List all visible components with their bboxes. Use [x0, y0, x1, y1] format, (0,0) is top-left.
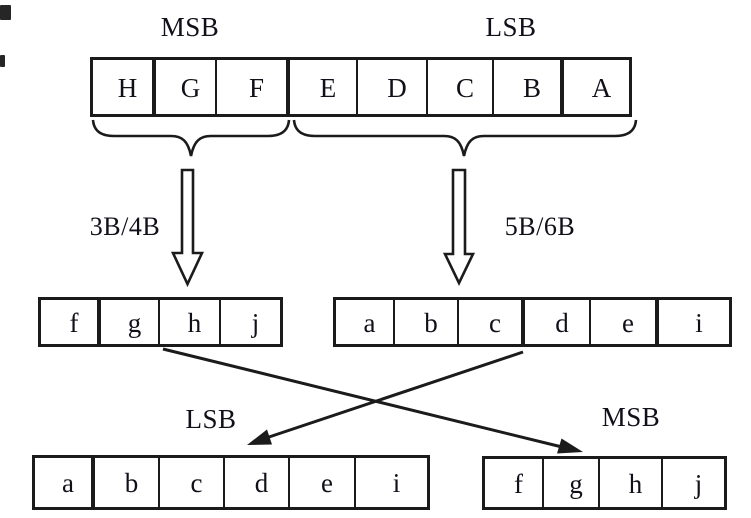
bit-label: i	[392, 468, 401, 498]
bit-label: d	[254, 468, 269, 498]
bit-cell: f	[485, 459, 542, 507]
bit-label: f	[514, 468, 523, 499]
encoded-3b4b-row: f g h j	[38, 297, 283, 347]
bit-label: i	[695, 307, 703, 338]
bit-cell: e	[288, 458, 354, 507]
bit-label: e	[622, 307, 634, 338]
bit-cell: a	[35, 458, 91, 507]
bit-label: g	[569, 468, 583, 499]
bit-cell: f	[41, 300, 97, 344]
bit-cell: c	[457, 300, 521, 344]
encoder-3b4b-label: 3B/4B	[89, 212, 161, 241]
bit-cell: b	[393, 300, 457, 344]
msb-group-brace	[91, 119, 291, 157]
bit-label: B	[522, 72, 541, 103]
bit-label: b	[124, 468, 139, 498]
bit-label: E	[319, 72, 337, 103]
encoder-3b4b-arrow-icon	[170, 168, 205, 288]
bit-cell: c	[158, 458, 223, 507]
bit-label: j	[251, 307, 260, 338]
bit-label: f	[69, 307, 79, 338]
bit-cell: A	[560, 60, 629, 114]
msb-top-label: MSB	[160, 12, 220, 42]
bit-cell: i	[655, 300, 729, 344]
bit-label: G	[180, 72, 201, 103]
bit-label: C	[455, 72, 474, 103]
encoder-5b6b-arrow-icon	[442, 168, 476, 286]
bit-cell: j	[661, 459, 724, 507]
bit-label: b	[424, 307, 438, 338]
bit-cell: G	[152, 60, 215, 114]
bit-label: h	[628, 468, 643, 499]
bit-cell: D	[356, 60, 426, 114]
bit-cell: B	[492, 60, 560, 114]
bit-cell: j	[219, 300, 280, 344]
bit-label: a	[363, 307, 376, 338]
bit-label: e	[321, 468, 333, 498]
lsb-top-label: LSB	[485, 12, 537, 42]
bit-label: c	[190, 468, 203, 498]
bit-cell: H	[93, 60, 152, 114]
bit-label: g	[127, 307, 142, 338]
bit-cell: h	[598, 459, 661, 507]
bit-label: j	[694, 468, 703, 499]
output-lsb-row: a b c d e i	[32, 455, 430, 510]
bit-label: A	[591, 72, 612, 103]
encoded-5b6b-row: a b c d e i	[333, 297, 732, 347]
swap-arrow-to-lsb-icon	[247, 350, 524, 445]
bit-cell: d	[521, 300, 589, 344]
swap-arrow-to-msb-icon	[162, 347, 583, 454]
bit-label: c	[489, 307, 501, 338]
lsb-bottom-label: LSB	[185, 404, 237, 434]
output-msb-row: f g h j	[482, 456, 727, 510]
bit-cell: C	[426, 60, 492, 114]
bit-cell: i	[354, 458, 427, 507]
top-byte-row: H G F E D C B A	[90, 57, 632, 117]
bit-cell: e	[589, 300, 655, 344]
bit-cell: h	[158, 300, 219, 344]
scan-artifact	[0, 5, 11, 20]
bit-cell: g	[97, 300, 158, 344]
bit-cell: d	[223, 458, 288, 507]
bit-label: d	[555, 307, 569, 338]
bit-cell: b	[91, 458, 158, 507]
bit-cell: a	[336, 300, 393, 344]
bit-label: H	[117, 72, 138, 103]
bit-label: D	[387, 72, 407, 103]
bit-cell: F	[215, 60, 286, 114]
bit-label: h	[187, 307, 202, 338]
encoder-5b6b-label: 5B/6B	[504, 212, 576, 241]
bit-label: a	[62, 468, 74, 498]
bit-cell: E	[286, 60, 356, 114]
lsb-group-brace	[292, 119, 638, 157]
bit-label: F	[248, 72, 265, 103]
bit-cell: g	[542, 459, 598, 507]
scan-artifact	[0, 55, 5, 67]
msb-bottom-label: MSB	[601, 402, 661, 432]
